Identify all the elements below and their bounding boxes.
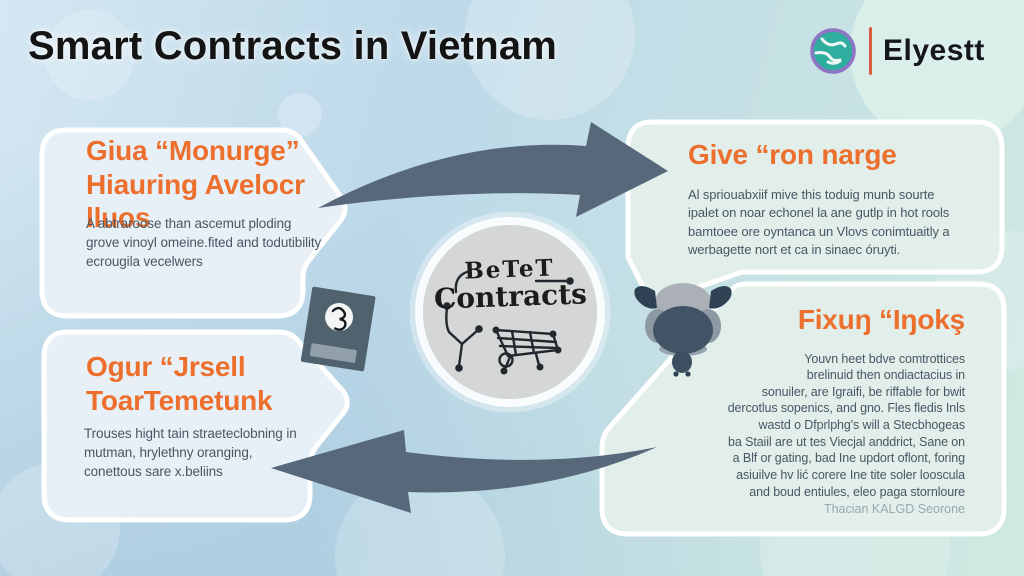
panel-top-left-body: A abtraroose than ascemut ploding grove … [86,216,322,270]
arrow-left-icon [271,430,657,513]
arrow-right-icon [318,122,668,217]
panel-top-right-heading: Give “ron narge [688,139,897,170]
center-badge-label: BeTeT Contracts [423,254,597,316]
logo-divider [869,27,872,75]
center-badge-line2: Contracts [433,277,588,316]
network-doodle-icon [443,269,574,375]
globe-icon [810,28,856,74]
panel-top-left-heading: Giua “Monurge” Hiauring Avelocr lluos [86,135,305,234]
panel-bottom-right-body: Youvn heet bdve comtrottices brelinuid t… [727,351,965,499]
badge-icon [300,286,376,372]
figure-icon [634,283,732,377]
brand-logo: Elyestt [808,26,985,76]
panel-bottom-left-heading: Ogur “Jrsell ToarTemetunk [86,351,273,416]
panel-bottom-left-body: Trouses hight tain straeteclobning in mu… [84,426,297,480]
center-circle [409,211,611,413]
panel-bottom-right-heading: Fixuŋ “Iŋokş [797,304,965,335]
page-title: Smart Contracts in Vietnam [28,24,558,68]
brand-name: Elyestt [883,34,985,67]
panel-top-right-body: Al spriouabxiif mive this toduig munb so… [688,187,950,258]
panel-top-right-shape [625,119,1005,306]
panel-bottom-right-footnote: Thacian KALGD Seorone [823,502,965,517]
panel-bottom-right-text: Fixuŋ “Iŋokş Youvn heet bdve comtrottice… [685,303,966,517]
panel-top-left-shape [39,127,348,319]
